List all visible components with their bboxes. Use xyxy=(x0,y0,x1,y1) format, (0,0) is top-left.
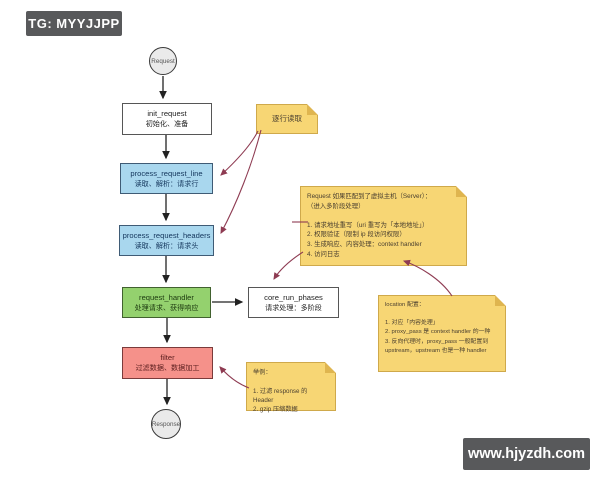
node-title: filter xyxy=(160,353,175,362)
curve-example-to-filter xyxy=(219,366,250,389)
node-title: request_handler xyxy=(139,292,194,302)
site-badge: www.hjyzdh.com xyxy=(463,438,590,470)
curve-note-to-core xyxy=(273,251,304,280)
node-filter: filter 过滤数据、数据加工 xyxy=(122,347,213,379)
start-node-request: Request xyxy=(149,47,177,75)
note-text: Request 如果匹配到了虚拟主机（Server）： （进入多阶段处理） 1.… xyxy=(307,193,432,258)
node-subtitle: 请求处理：多阶段 xyxy=(265,303,322,312)
curve-note-to-line xyxy=(220,130,259,176)
node-process-request-line: process_request_line 读取、解析：请求行 xyxy=(120,163,213,194)
end-node-label: Response xyxy=(151,420,181,428)
note-request-virtual-host: Request 如果匹配到了虚拟主机（Server）： （进入多阶段处理） 1.… xyxy=(300,186,467,266)
node-title: process_request_line xyxy=(130,168,203,178)
note-text: 举例： 1. 过滤 response 的 Header 2. gzip 压缩数据 xyxy=(253,369,308,414)
note-text: location 配置： 1. 对应「内容处理」 2. proxy_pass 是… xyxy=(385,302,491,354)
node-subtitle: 过滤数据、数据加工 xyxy=(135,364,200,372)
curve-location-to-note xyxy=(402,259,453,297)
start-node-label: Request xyxy=(151,57,175,65)
node-title: core_run_phases xyxy=(264,292,323,302)
node-subtitle: 处理请求、获得响应 xyxy=(134,303,199,312)
node-title: process_request_headers xyxy=(122,230,211,240)
node-subtitle: 读取、解析：请求头 xyxy=(134,241,199,250)
note-filter-example: 举例： 1. 过滤 response 的 Header 2. gzip 压缩数据 xyxy=(246,362,336,413)
node-subtitle: 读取、解析：请求行 xyxy=(134,179,199,188)
node-init-request: init_request 初始化、准备 xyxy=(122,103,212,135)
node-subtitle: 初始化、准备 xyxy=(145,120,189,128)
note-line-by-line: 逐行读取 xyxy=(256,104,318,134)
node-core-run-phases: core_run_phases 请求处理：多阶段 xyxy=(248,287,339,318)
tg-badge: TG: MYYJJPP xyxy=(26,11,122,36)
end-node-response: Response xyxy=(151,409,181,439)
curve-note-to-headers xyxy=(220,129,262,234)
node-process-request-headers: process_request_headers 读取、解析：请求头 xyxy=(119,225,214,256)
node-title: init_request xyxy=(147,109,187,118)
note-location-config: location 配置： 1. 对应「内容处理」 2. proxy_pass 是… xyxy=(378,295,506,372)
node-request-handler: request_handler 处理请求、获得响应 xyxy=(122,287,211,318)
note-text: 逐行读取 xyxy=(272,114,302,124)
